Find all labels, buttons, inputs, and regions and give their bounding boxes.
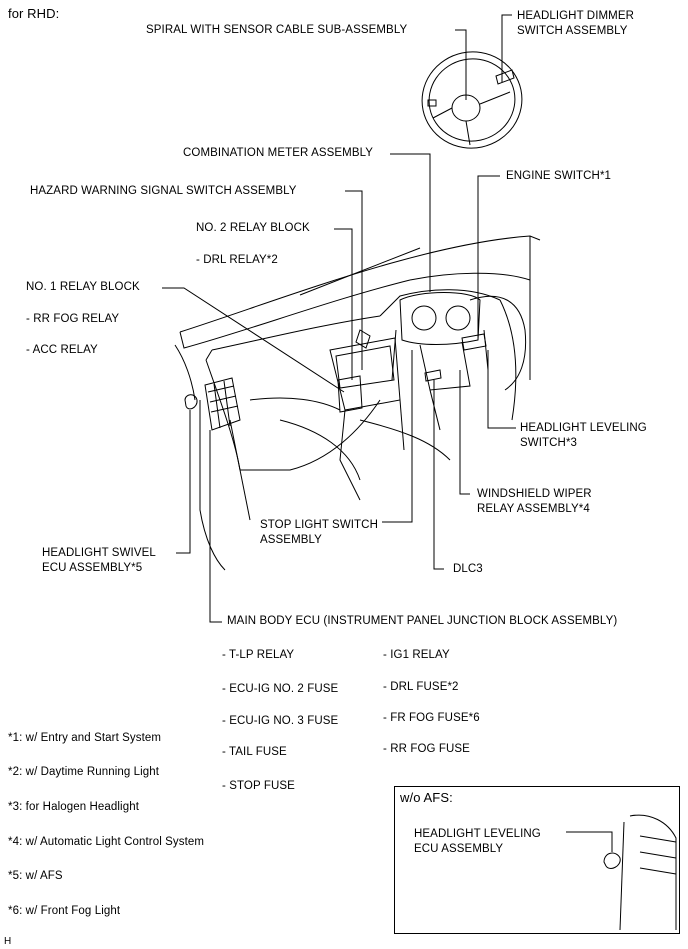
footnote: *6: w/ Front Fog Light bbox=[8, 905, 121, 917]
inset-frame bbox=[394, 786, 680, 934]
inset-illustration bbox=[603, 814, 677, 931]
ecu-item: - ECU-IG NO. 2 FUSE bbox=[222, 683, 339, 695]
ecu-item: - T-LP RELAY bbox=[222, 649, 295, 661]
footnote: *4: w/ Automatic Light Control System bbox=[8, 836, 205, 848]
ecu-item: - DRL FUSE*2 bbox=[383, 681, 459, 693]
label-main-body-ecu: MAIN BODY ECU (INSTRUMENT PANEL JUNCTION… bbox=[227, 615, 618, 627]
ecu-item: - RR FOG FUSE bbox=[383, 743, 470, 755]
ecu-item: - ECU-IG NO. 3 FUSE bbox=[222, 715, 339, 727]
label-hazard-switch: HAZARD WARNING SIGNAL SWITCH ASSEMBLY bbox=[30, 185, 297, 197]
footnote: *2: w/ Daytime Running Light bbox=[8, 766, 160, 778]
ecu-item: - FR FOG FUSE*6 bbox=[383, 712, 480, 724]
leader-lines bbox=[162, 14, 613, 852]
label-engine-switch: ENGINE SWITCH*1 bbox=[506, 170, 612, 182]
footnote: *1: w/ Entry and Start System bbox=[8, 732, 162, 744]
steering-wheel bbox=[421, 51, 523, 149]
swivel-ecu-shape bbox=[184, 394, 198, 410]
label-headlight-swivel-ecu: HEADLIGHT SWIVEL ECU ASSEMBLY*5 bbox=[42, 547, 156, 574]
label-spiral-sensor-cable: SPIRAL WITH SENSOR CABLE SUB-ASSEMBLY bbox=[146, 24, 408, 36]
footnote: *5: w/ AFS bbox=[8, 870, 63, 882]
label-rr-fog-relay: - RR FOG RELAY bbox=[26, 313, 120, 325]
label-headlight-leveling-ecu: HEADLIGHT LEVELING ECU ASSEMBLY bbox=[414, 828, 541, 855]
ecu-item: - IG1 RELAY bbox=[383, 649, 450, 661]
ecu-item: - TAIL FUSE bbox=[222, 746, 287, 758]
label-combination-meter: COMBINATION METER ASSEMBLY bbox=[183, 147, 374, 159]
diagram-title: for RHD: bbox=[8, 6, 60, 21]
dlc3-shape bbox=[424, 369, 442, 382]
label-headlight-leveling-switch: HEADLIGHT LEVELING SWITCH*3 bbox=[520, 422, 647, 449]
footnote: *3: for Halogen Headlight bbox=[8, 801, 139, 813]
figure-mark: H bbox=[4, 936, 12, 947]
label-dlc3: DLC3 bbox=[453, 563, 483, 575]
ecu-item: - STOP FUSE bbox=[222, 780, 295, 792]
label-stop-light-switch: STOP LIGHT SWITCH ASSEMBLY bbox=[260, 519, 378, 546]
label-acc-relay: - ACC RELAY bbox=[26, 344, 98, 356]
main-body-ecu-shape bbox=[204, 377, 241, 431]
inset-title: w/o AFS: bbox=[400, 790, 453, 805]
leveling-switch-shape bbox=[461, 333, 487, 351]
label-no2-relay-block: NO. 2 RELAY BLOCK bbox=[196, 222, 310, 234]
label-drl-relay: - DRL RELAY*2 bbox=[196, 254, 278, 266]
label-headlight-dimmer-switch: HEADLIGHT DIMMER SWITCH ASSEMBLY bbox=[517, 10, 635, 37]
label-no1-relay-block: NO. 1 RELAY BLOCK bbox=[26, 281, 140, 293]
label-windshield-wiper-relay: WINDSHIELD WIPER RELAY ASSEMBLY*4 bbox=[477, 488, 592, 515]
